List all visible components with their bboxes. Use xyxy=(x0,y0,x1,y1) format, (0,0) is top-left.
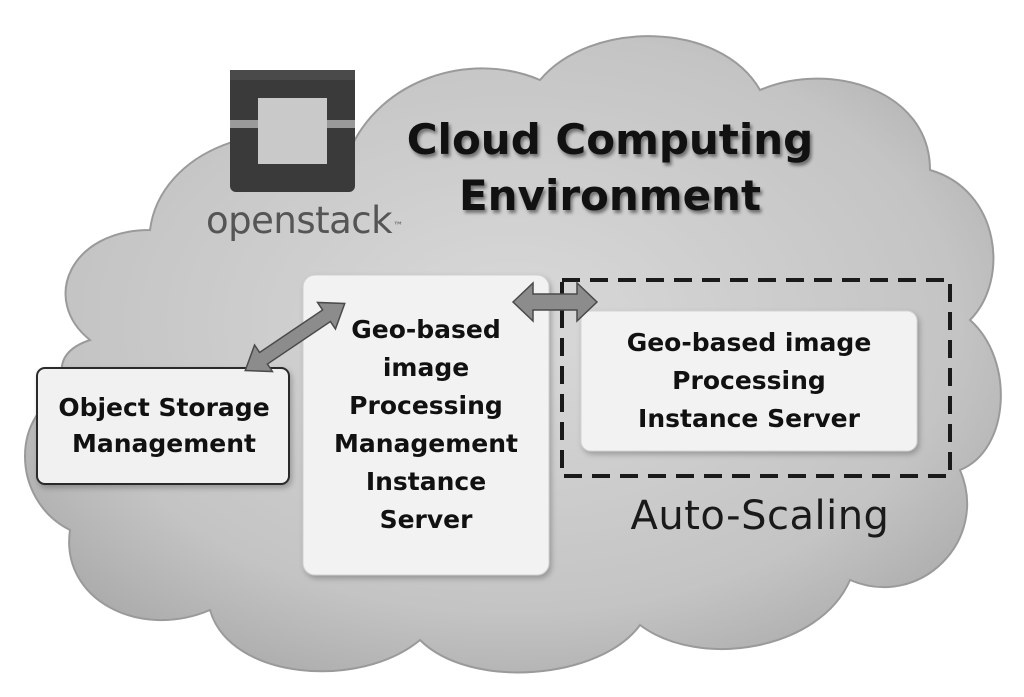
management-server-line-3: Processing xyxy=(349,391,503,420)
object-storage-box xyxy=(36,367,290,485)
instance-server-box xyxy=(580,310,918,452)
openstack-wordmark-text: openstack xyxy=(206,199,393,242)
management-instance-arrow xyxy=(511,281,599,323)
object-storage-label: Object Storage Management xyxy=(40,372,288,480)
openstack-logo-icon xyxy=(230,70,355,192)
openstack-wordmark: openstack™ xyxy=(206,198,403,244)
instance-server-line-1: Geo-based image xyxy=(626,328,872,357)
management-server-line-6: Server xyxy=(379,505,473,534)
auto-scaling-group xyxy=(560,278,952,478)
auto-scaling-label: Auto-Scaling xyxy=(630,493,890,539)
title-line-1: Cloud Computing xyxy=(406,115,814,164)
instance-server-line-2: Processing xyxy=(672,366,826,395)
storage-management-arrow xyxy=(244,301,346,373)
management-server-box xyxy=(302,274,550,576)
object-storage-line-1: Object Storage xyxy=(58,393,270,422)
management-server-line-5: Instance xyxy=(365,467,487,496)
management-server-label: Geo-based image Processing Management In… xyxy=(306,300,546,550)
diagram-title: Cloud Computing Environment xyxy=(375,112,845,224)
title-line-2: Environment xyxy=(458,171,762,220)
instance-server-line-3: Instance Server xyxy=(638,404,860,433)
trademark-symbol: ™ xyxy=(393,221,403,232)
instance-server-label: Geo-based image Processing Instance Serv… xyxy=(584,314,914,448)
management-server-line-4: Management xyxy=(333,429,519,458)
management-server-line-1: Geo-based xyxy=(351,315,501,344)
management-server-line-2: image xyxy=(382,353,470,382)
object-storage-line-2: Management xyxy=(71,429,257,458)
